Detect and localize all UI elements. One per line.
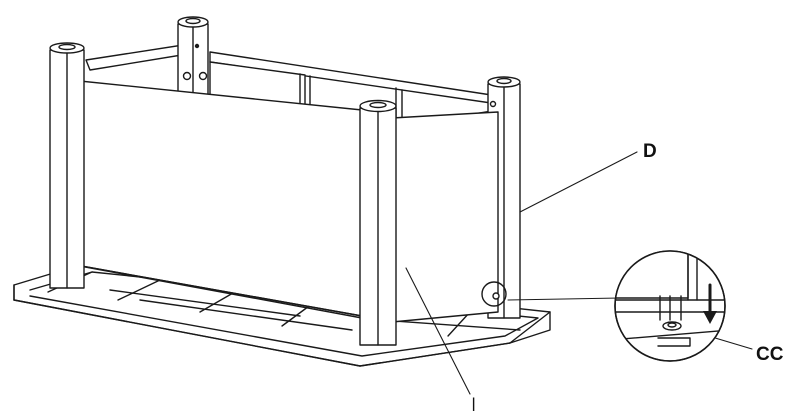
front-left-post bbox=[49, 42, 85, 289]
back-left-post bbox=[177, 16, 209, 101]
callout-label-d: D bbox=[643, 141, 657, 162]
callout-label-cc: CC bbox=[756, 344, 784, 365]
callout-label-i: I bbox=[471, 395, 476, 416]
detail-marker bbox=[481, 281, 507, 307]
front-right-post bbox=[359, 99, 397, 346]
magnified-detail bbox=[614, 250, 726, 362]
